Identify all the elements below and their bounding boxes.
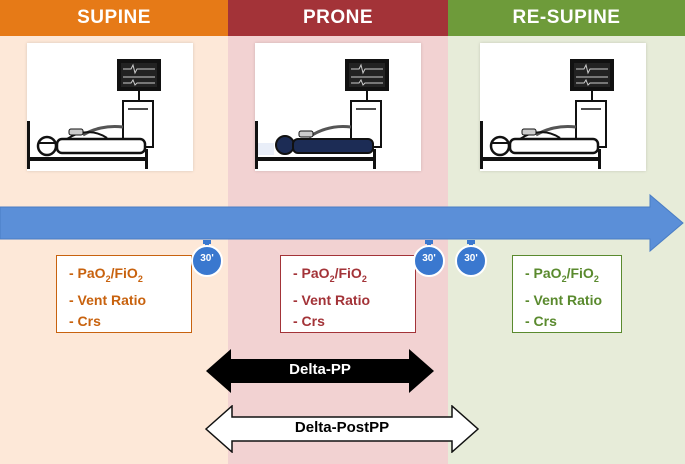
phase-title-resupine: RE-SUPINE <box>448 0 685 36</box>
delta-postpp-arrow: Delta-PostPP <box>205 405 479 453</box>
vent-ratio-label: - Vent Ratio <box>69 291 147 308</box>
supine-measurements-callout: - PaO2/FiO2 - Vent Ratio - Crs <box>56 255 192 333</box>
vent-ratio-label: - Vent Ratio <box>525 291 603 308</box>
pao2-fio2-label: - PaO2/FiO2 <box>293 265 367 284</box>
timeline-arrow <box>0 193 685 253</box>
crs-label: - Crs <box>69 312 101 329</box>
timer-label: 30' <box>422 253 436 264</box>
delta-pp-arrow: Delta-PP <box>205 348 435 394</box>
supine-patient-illustration <box>27 43 193 171</box>
crs-label: - Crs <box>525 312 557 329</box>
crs-label: - Crs <box>293 312 325 329</box>
delta-pp-label: Delta-PP <box>289 361 351 378</box>
resupine-measurements-callout: - PaO2/FiO2 - Vent Ratio - Crs <box>512 255 622 333</box>
prone-measurements-callout: - PaO2/FiO2 - Vent Ratio - Crs <box>280 255 416 333</box>
phase-title-supine: SUPINE <box>0 0 228 36</box>
pao2-fio2-label: - PaO2/FiO2 <box>525 265 599 284</box>
timer-label: 30' <box>464 253 478 264</box>
stopwatch-icon: 30' <box>190 240 224 278</box>
vent-ratio-label: - Vent Ratio <box>293 291 371 308</box>
stopwatch-icon: 30' <box>412 240 446 278</box>
pao2-fio2-label: - PaO2/FiO2 <box>69 265 143 284</box>
prone-patient-illustration <box>255 43 421 171</box>
phase-title-prone: PRONE <box>228 0 448 36</box>
timer-label: 30' <box>200 253 214 264</box>
stopwatch-icon: 30' <box>454 240 488 278</box>
delta-postpp-label: Delta-PostPP <box>294 419 390 436</box>
resupine-patient-illustration <box>480 43 646 171</box>
